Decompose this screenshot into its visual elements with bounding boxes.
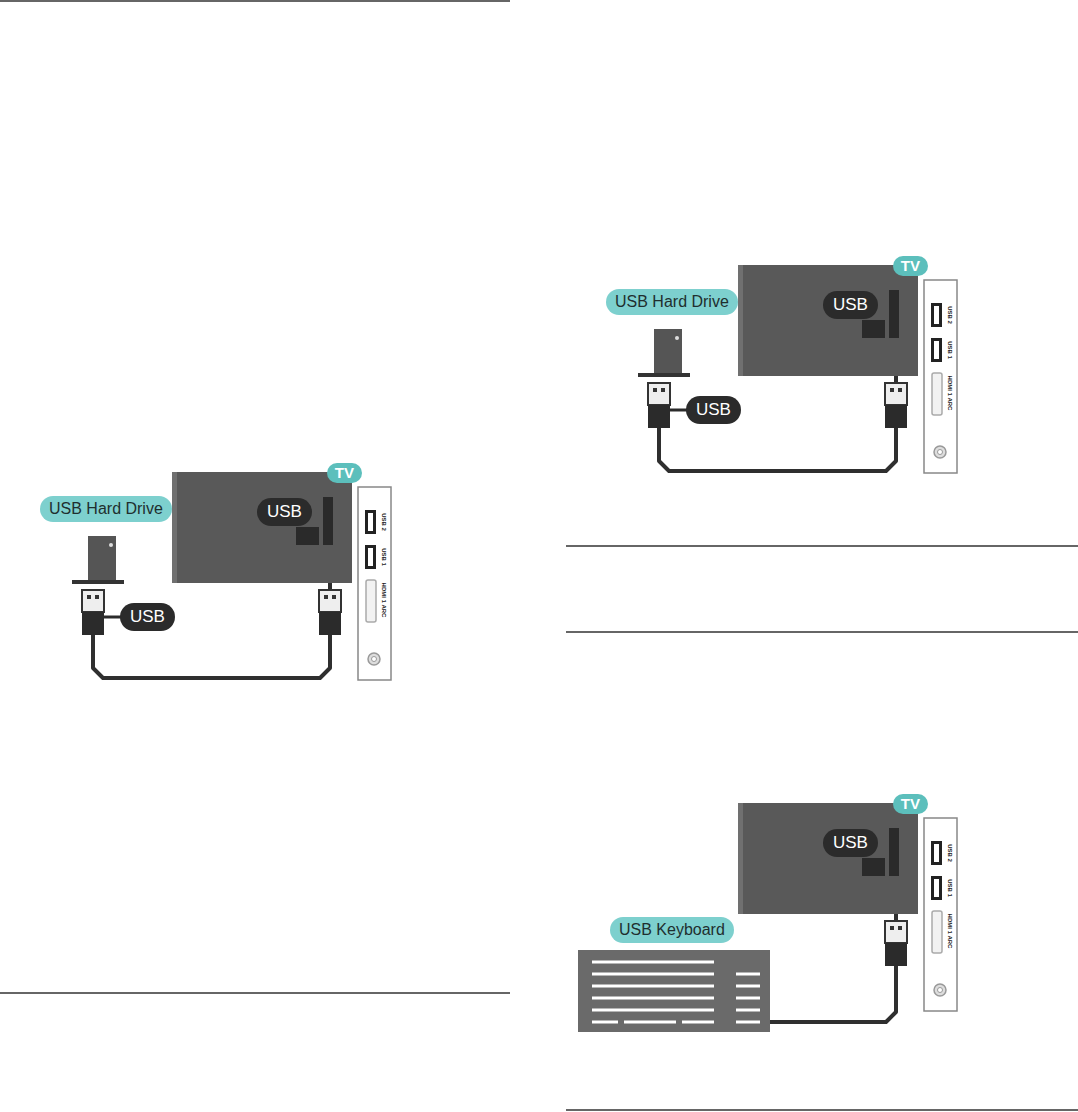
tv-screen: TVUSB bbox=[738, 803, 918, 914]
connector-panel: USB 2 USB 1 HDMI 1 ARC bbox=[358, 487, 391, 680]
hard-drive bbox=[638, 329, 690, 428]
port-name: USB 2 bbox=[946, 306, 953, 324]
port-name: USB 1 bbox=[946, 879, 953, 897]
port-label: USB bbox=[823, 291, 878, 319]
port-name: HDMI 1 ARC bbox=[946, 914, 953, 949]
port-name: USB 1 bbox=[946, 341, 953, 359]
cable-label: USB bbox=[686, 396, 741, 424]
device-label: USB Hard Drive bbox=[606, 289, 738, 315]
port-name: USB 2 bbox=[380, 513, 387, 531]
port-name: USB 1 bbox=[380, 548, 387, 566]
tv-screen: TVUSB bbox=[172, 472, 352, 583]
usb-keyboard: USB Keyboard bbox=[578, 917, 770, 1032]
device-label: USB Hard Drive bbox=[40, 496, 172, 522]
port-label: USB bbox=[257, 498, 312, 526]
usb-cable bbox=[659, 376, 896, 471]
device-label: TV bbox=[327, 463, 362, 483]
tv-set bbox=[738, 265, 957, 473]
usb-cable bbox=[770, 914, 896, 1022]
tv-set bbox=[172, 472, 391, 680]
device-label: TV bbox=[893, 794, 928, 814]
rule bbox=[566, 545, 1078, 547]
rule bbox=[0, 992, 510, 994]
rule bbox=[0, 0, 510, 2]
tv-screen: TVUSB bbox=[738, 265, 918, 376]
port-name: HDMI 1 ARC bbox=[946, 376, 953, 411]
rule bbox=[566, 631, 1078, 633]
usb-cable bbox=[93, 583, 330, 678]
device-label: USB Keyboard bbox=[610, 917, 734, 943]
hard-drive bbox=[72, 536, 124, 635]
cable-label: USB bbox=[120, 603, 175, 631]
port-label: USB bbox=[823, 829, 878, 857]
port-label: USB bbox=[823, 829, 878, 857]
port-name: HDMI 1 ARC bbox=[380, 583, 387, 618]
connector-panel: USB 2 USB 1 HDMI 1 ARC bbox=[924, 280, 957, 473]
connector-panel: USB 2 USB 1 HDMI 1 ARC bbox=[924, 818, 957, 1011]
keyboard bbox=[578, 950, 770, 1032]
port-label: USB bbox=[257, 498, 312, 526]
tv-set bbox=[738, 803, 957, 1011]
device-label: TV bbox=[893, 256, 928, 276]
port-name: USB 2 bbox=[946, 844, 953, 862]
port-label: USB bbox=[823, 291, 878, 319]
rule bbox=[566, 1109, 1078, 1111]
